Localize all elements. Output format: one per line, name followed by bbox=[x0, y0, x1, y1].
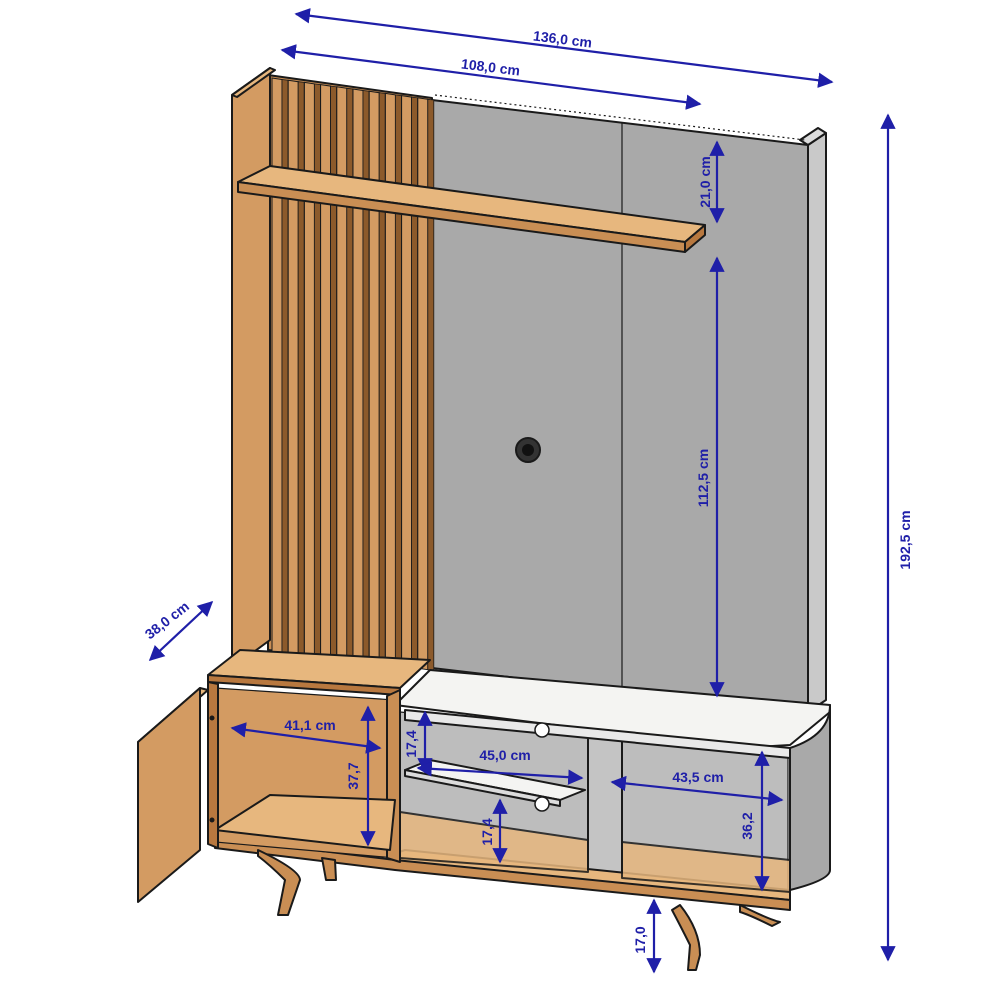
tv-stand-body bbox=[214, 669, 831, 911]
wood-slat bbox=[336, 86, 348, 662]
niche-height-top-label: 17,4 bbox=[403, 730, 419, 757]
wood-slat-gap bbox=[346, 87, 354, 662]
right-niche-width-line bbox=[610, 775, 784, 807]
wood-slat-gap bbox=[427, 98, 435, 671]
right-niche-width-label: 43,5 cm bbox=[672, 769, 723, 785]
wood-slat-gap bbox=[362, 90, 370, 664]
wood-slat bbox=[368, 90, 380, 665]
niche-width-line bbox=[416, 761, 584, 785]
niche-height-bottom-label: 17,4 bbox=[479, 818, 495, 845]
overall-width-label: 136,0 cm bbox=[532, 27, 593, 50]
wood-slat-gap bbox=[411, 96, 419, 669]
floating-shelf bbox=[237, 165, 706, 253]
overall-height-label: 192,5 cm bbox=[897, 510, 913, 569]
wood-slat bbox=[401, 95, 413, 669]
wood-slat-gap bbox=[394, 94, 402, 668]
depth-label: 38,0 cm bbox=[142, 598, 192, 642]
cable-hole-icon bbox=[515, 437, 541, 463]
gray-back-panel bbox=[431, 94, 809, 713]
wood-slat bbox=[271, 77, 283, 655]
wood-slat bbox=[320, 84, 332, 660]
legs bbox=[257, 849, 781, 971]
wood-slat bbox=[287, 79, 299, 656]
cabinet-width-label: 41,1 cm bbox=[284, 717, 335, 733]
right-niche-height-label: 36,2 bbox=[739, 812, 755, 839]
wood-slat bbox=[417, 97, 429, 671]
wood-slat bbox=[303, 81, 315, 658]
wood-slat-gap bbox=[281, 79, 289, 655]
cabinet-width-line bbox=[230, 722, 382, 754]
panel-width-line bbox=[280, 44, 702, 110]
slatted-wood-panel bbox=[267, 74, 435, 671]
cabinet-height-label: 37,7 bbox=[345, 762, 361, 789]
panel-height-label: 112,5 cm bbox=[695, 449, 711, 507]
niche-width-label: 45,0 cm bbox=[479, 747, 530, 763]
wood-slat-gap bbox=[313, 83, 321, 659]
cabinet-door bbox=[137, 687, 209, 903]
wood-slat bbox=[352, 88, 364, 664]
left-cabinet bbox=[207, 649, 431, 863]
depth-line bbox=[148, 600, 214, 662]
panel-width-label: 108,0 cm bbox=[460, 55, 521, 78]
wood-slat-gap bbox=[378, 92, 386, 666]
leg-height-label: 17,0 bbox=[632, 926, 648, 953]
wood-slat-gap bbox=[297, 81, 305, 657]
wood-slat-gap bbox=[330, 85, 338, 660]
wood-slat bbox=[384, 92, 396, 667]
shelf-gap-label: 21,0 cm bbox=[697, 156, 713, 207]
dimension-lines bbox=[148, 8, 896, 974]
overall-width-line bbox=[294, 8, 834, 88]
left-side-board bbox=[231, 67, 276, 669]
